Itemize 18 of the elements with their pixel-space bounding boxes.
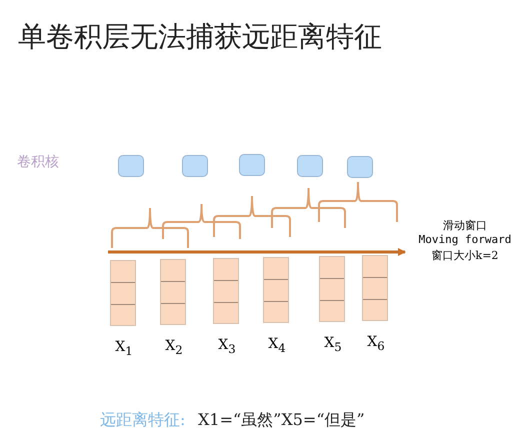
note-label: 远距离特征:: [100, 410, 186, 431]
token-label: X$_{2}$: [164, 338, 184, 357]
token-label: X$_{6}$: [366, 334, 386, 353]
token-label: X$_{4}$: [267, 336, 287, 355]
side-label: 卷积核: [17, 153, 59, 171]
annotation: Moving forward: [418, 233, 512, 246]
annotation: 窗口大小k=2: [430, 248, 500, 263]
kernel-box: [297, 155, 323, 177]
annotation: 滑动窗口: [442, 218, 488, 233]
kernel-box: [182, 155, 208, 177]
token-label: X$_{5}$: [323, 335, 343, 354]
token-label: X$_{1}$: [114, 339, 134, 358]
note: X1=“虽然”X5=“但是”: [198, 410, 365, 431]
kernel-box: [118, 155, 144, 177]
title: 单卷积层无法捕获远距离特征: [18, 19, 382, 55]
token-label: X$_{3}$: [217, 337, 237, 356]
kernel-box: [239, 154, 265, 176]
kernel-box: [347, 156, 373, 178]
